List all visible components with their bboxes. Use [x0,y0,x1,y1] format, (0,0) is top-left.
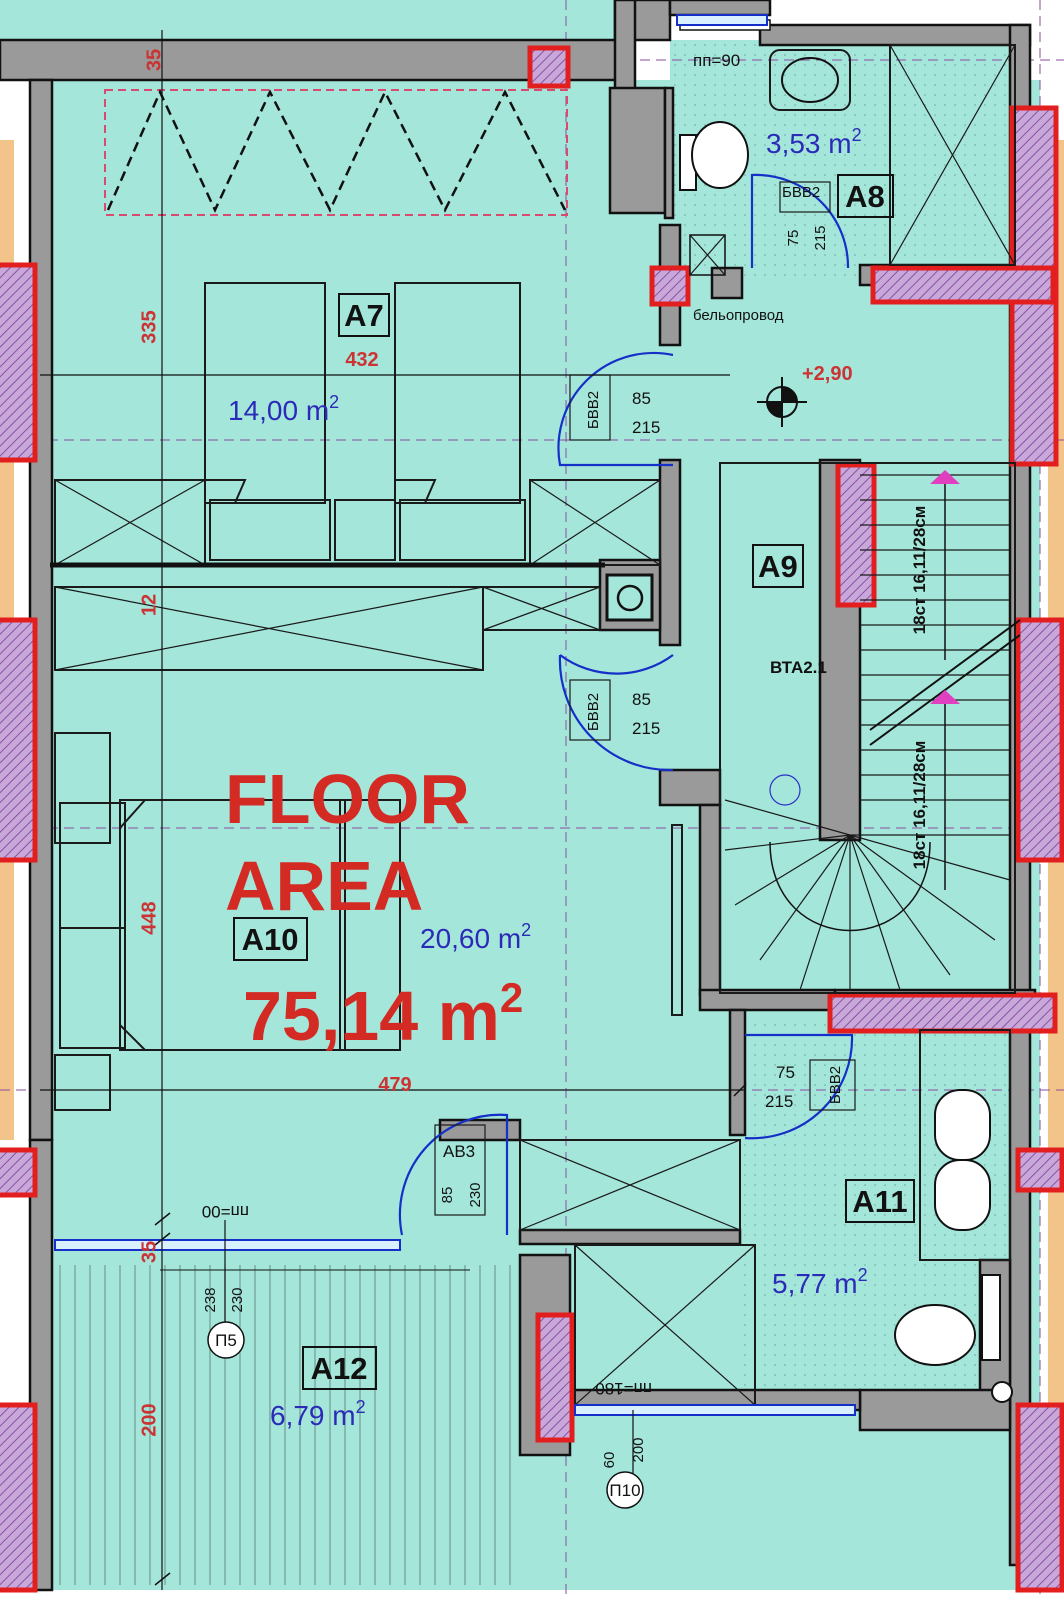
door-4-code: БВВ2 [827,1066,844,1104]
door-5-code: АВ3 [443,1142,475,1161]
door-2-height: 215 [632,418,660,437]
window-1-width: 238 [202,1287,219,1312]
exterior-top-strip [0,0,620,40]
room-a11-tag-box [845,1179,915,1223]
door-1-code: БВВ2 [782,184,820,201]
room-a7-label: A7 [344,298,384,333]
bed-a10 [54,732,683,1111]
door-4-width: 75 [776,1063,795,1082]
terrace-a12 [50,1260,520,1590]
room-a10-tag-box [233,917,308,961]
sill-height-bottom: пп=180 [595,1379,652,1398]
door-3-height: 215 [632,719,660,738]
window-2-width: 200 [630,1437,647,1462]
room-a12-label: A12 [311,1351,368,1386]
door-3-width: 85 [632,690,651,709]
door-2-width: 85 [632,389,651,408]
wardrobe-a7 [104,88,568,216]
room-a11-area: 5,77 m2 [772,1265,868,1299]
level-marker-icon [757,377,807,427]
stair-label-upper: 18ст 16,11/28см [910,506,929,635]
room-a12-area: 6,79 m2 [270,1397,366,1431]
sill-height-left: пп=00 [202,1202,249,1221]
room-a10-label: A10 [242,922,299,957]
overlay-title-line2: AREA [225,847,423,925]
room-a8-label: A8 [845,179,885,214]
window-2-height: 60 [601,1452,618,1469]
level-mark-text: +2,90 [802,363,853,385]
window-tags [207,1321,644,1509]
dim-12: 12 [138,594,160,616]
room-a10-area: 20,60 m2 [420,920,531,954]
stair-label-lower: 18ст 16,11/28см [910,741,929,870]
dim-200: 200 [138,1403,160,1436]
dim-35-top: 35 [143,49,165,71]
overlay-title-line1: FLOOR [225,760,470,838]
room-a9-tag-box [752,544,804,588]
staircase [719,462,1021,994]
room-a8-area: 3,53 m2 [766,125,862,159]
dim-479: 479 [378,1074,411,1096]
bathroom-a11-fixtures [519,1029,1013,1406]
door-3-code: БВВ2 [585,693,602,731]
room-a9-label: A9 [758,549,798,584]
door-2-code: БВВ2 [585,391,602,429]
dim-35-bottom: 35 [138,1241,160,1263]
wardrobe-divider [50,562,654,671]
doors [398,173,856,1236]
door-5-width: 85 [439,1187,456,1204]
sill-height-top: пп=90 [693,51,740,70]
door-4-height: 215 [765,1092,793,1111]
door-1-width: 75 [785,230,802,247]
room-a8-tag-box [837,174,894,218]
window-2-code: П10 [609,1481,640,1500]
stair-arrow-up-icon-2 [930,690,960,704]
door-1-height: 215 [812,225,829,250]
window-1-code: П5 [215,1331,237,1350]
room-a7-area: 14,00 m2 [228,392,339,426]
dim-432: 432 [345,349,378,371]
chute-label: бельопровод [693,307,784,324]
dim-335: 335 [138,310,160,343]
room-a11-label: A11 [852,1184,907,1219]
door-5-height: 230 [467,1182,484,1207]
room-a7-tag-box [338,293,390,337]
dimension-lines [40,30,747,1590]
windows [54,14,856,1416]
stair-arrow-up-icon [930,470,960,484]
room-a12-tag-box [302,1346,377,1390]
window-1-height: 230 [229,1287,246,1312]
dim-448: 448 [138,901,160,934]
overlay-total-area: 75,14 m2 [243,974,523,1055]
columns [0,45,1064,1593]
terrace-decking [59,1265,511,1585]
stair-code: ВТА2.1 [770,658,827,677]
